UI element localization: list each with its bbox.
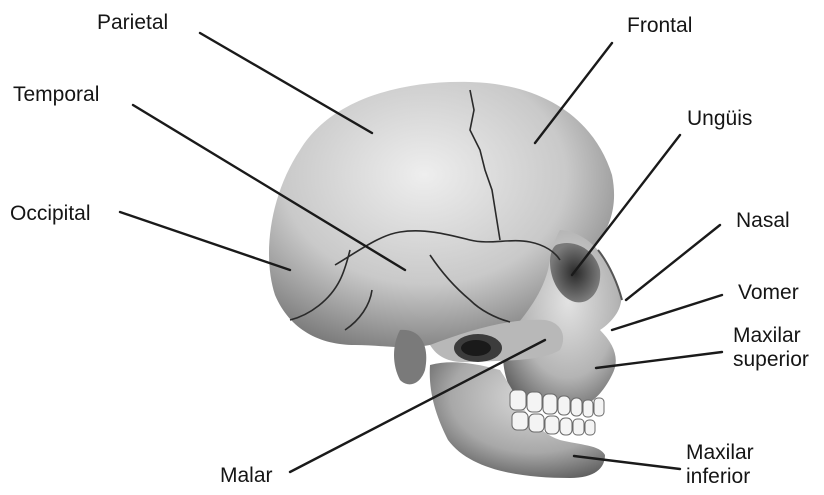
label-vomer: Vomer: [738, 281, 799, 305]
leader-occipital: [120, 212, 290, 270]
label-maxilar-superior-line2: superior: [733, 348, 809, 372]
leader-parietal: [200, 33, 372, 133]
label-frontal: Frontal: [627, 14, 692, 38]
label-nasal: Nasal: [736, 209, 790, 233]
label-malar: Malar: [220, 464, 273, 488]
label-maxilar-superior: Maxilar superior: [733, 324, 809, 372]
leader-nasal: [626, 225, 720, 300]
label-maxilar-inferior: Maxilar inferior: [686, 441, 754, 489]
label-parietal: Parietal: [97, 11, 168, 35]
label-maxilar-superior-line1: Maxilar: [733, 324, 809, 348]
label-occipital: Occipital: [10, 202, 91, 226]
ear-canal-inner: [461, 340, 491, 356]
leader-vomer: [612, 295, 722, 330]
label-maxilar-inferior-line2: inferior: [686, 465, 754, 489]
label-maxilar-inferior-line1: Maxilar: [686, 441, 754, 465]
label-temporal: Temporal: [13, 83, 99, 107]
label-unguis: Ungüis: [687, 107, 752, 131]
